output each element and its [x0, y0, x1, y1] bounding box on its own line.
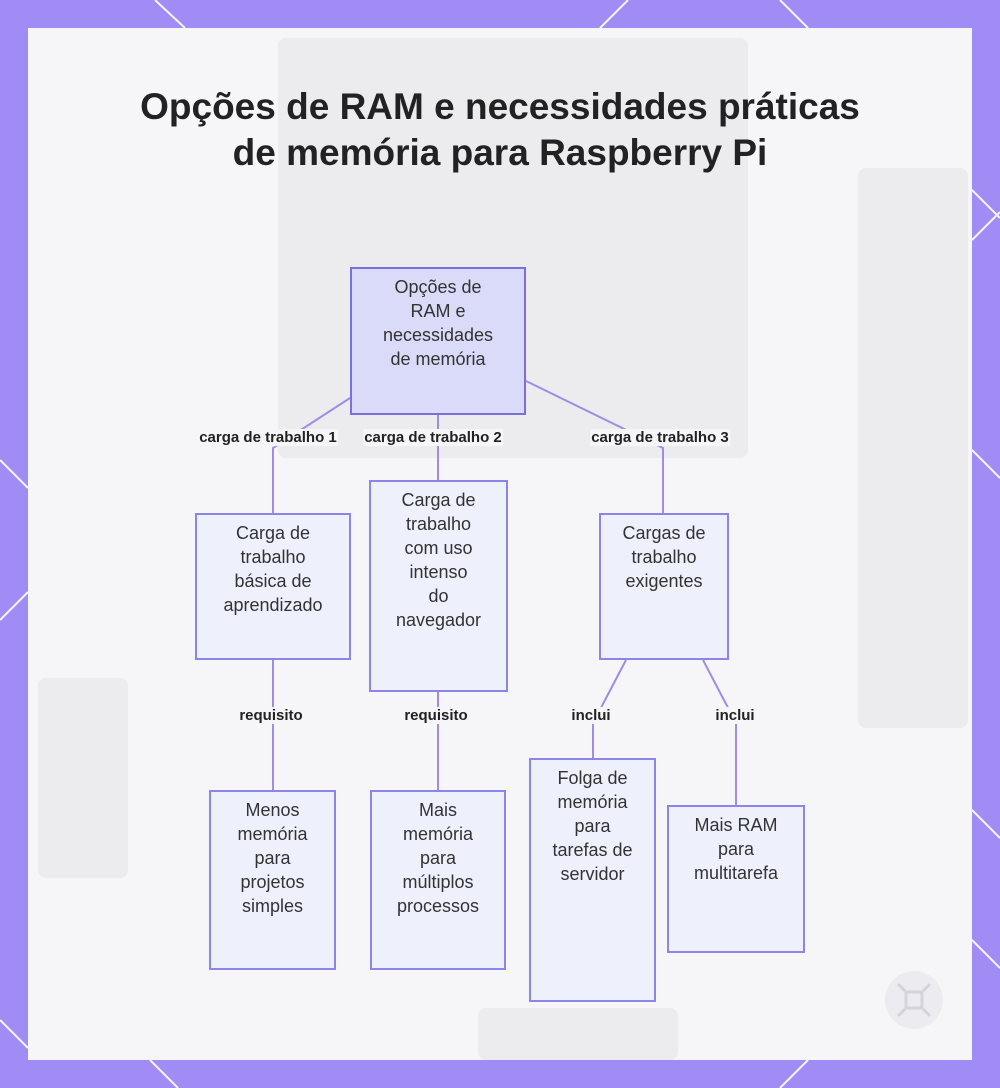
edge-label-includes1: inclui [570, 707, 612, 724]
background-blur [858, 168, 968, 728]
node-less-memory: Menos memória para projetos simples [209, 790, 336, 970]
background-blur [478, 1008, 678, 1060]
edge-includes2 [702, 659, 737, 805]
node-more-memory: Mais memória para múltiplos processos [370, 790, 506, 970]
diagram-card: Opções de RAM e necessidades práticas de… [28, 28, 972, 1060]
edge-workload1 [272, 397, 351, 513]
watermark-logo-icon [885, 971, 943, 1029]
node-server-headroom: Folga de memória para tarefas de servido… [529, 758, 656, 1002]
node-basic-workload: Carga de trabalho básica de aprendizado [195, 513, 351, 660]
edge-workload3 [525, 380, 664, 513]
edge-label-requirement2: requisito [403, 707, 469, 724]
edge-label-requirement1: requisito [238, 707, 304, 724]
diagram-title: Opções de RAM e necessidades práticas de… [140, 86, 860, 173]
edge-label-includes2: inclui [714, 707, 756, 724]
node-multitask-ram: Mais RAM para multitarefa [667, 805, 805, 953]
edge-label-workload1: carga de trabalho 1 [198, 429, 338, 446]
edge-label-workload3: carga de trabalho 3 [590, 429, 730, 446]
edge-label-workload2: carga de trabalho 2 [363, 429, 503, 446]
background-blur [38, 678, 128, 878]
node-browser-workload: Carga de trabalho com uso intenso do nav… [369, 480, 508, 692]
node-root: Opções de RAM e necessidades de memória [350, 267, 526, 415]
node-demanding-workloads: Cargas de trabalho exigentes [599, 513, 729, 660]
